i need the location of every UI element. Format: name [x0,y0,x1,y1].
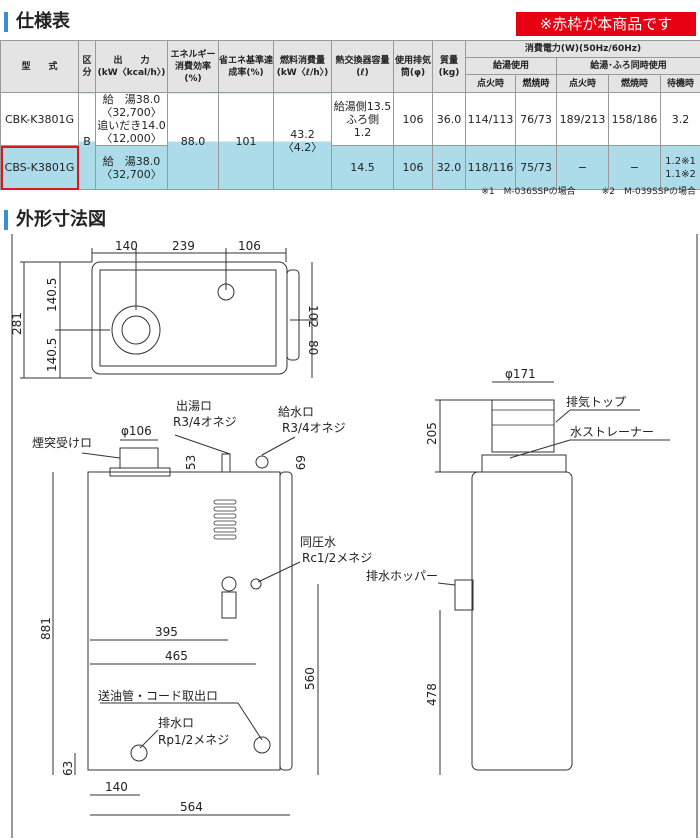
cb-combustion-cell: 158/186 [608,92,661,146]
label-hot-outlet-thread: R3/4オネジ [173,415,237,429]
hw-combustion-cell: 76/73 [515,92,557,146]
dim-465: 465 [165,649,188,663]
front-view [52,434,319,816]
dim-top-140: 140 [115,239,138,253]
table-row: CBK-K3801G B 給 湯38.0〈32,700〉追いだき14.0〈12,… [0,92,700,190]
fuel-cell: 43.2〈4.2〉 [273,92,332,190]
dim-top-106: 106 [238,239,261,253]
header-power: 消費電力(W)(50Hz/60Hz) [465,40,700,58]
label-pressure-water: 同圧水 [300,535,336,549]
header-efficiency: エネルギー消費効率(%) [167,40,219,93]
header-combustion: 燃焼時 [608,74,661,93]
label-hot-outlet: 出湯ロ [176,399,212,413]
heat-exchanger-cell: 14.5 [331,145,394,190]
dim-564: 564 [180,800,203,814]
header-heat-exchanger: 熱交換器容量(ℓ) [331,40,394,93]
table-notes: ※1 M-036SSPの場合※2 M-039SSPの場合 [481,187,696,197]
spec-table: 型 式 区分 出 力 (kW〈kcal/h〉) エネルギー消費効率(%) 省エネ… [0,40,700,190]
dim-flue-diameter: φ106 [121,424,152,438]
dim-top-140-5b: 140.5 [45,338,59,372]
label-water-inlet-thread: R3/4オネジ [282,421,346,435]
label-drain: 排水ロ [158,716,194,730]
drawing-section-title: 外形寸法図 [4,210,106,230]
label-drain-thread: Rp1/2メネジ [158,733,229,747]
mass-cell: 32.0 [432,145,466,190]
model-cell: CBK-K3801G [0,92,79,146]
top-view [20,248,318,379]
dim-205: 205 [425,422,439,445]
product-badge: ※赤枠が本商品です [516,12,696,36]
label-flue-receiver: 煙突受けロ [32,435,92,450]
hw-combustion-cell: 75/73 [515,145,557,190]
cb-ignition-cell: − [556,145,609,190]
output-cell: 給 湯38.0〈32,700〉追いだき14.0〈12,000〉 [95,92,168,146]
dimension-drawing: 140 239 106 281 140.5 140.5 102 80 φ106 … [10,234,698,838]
cb-combustion-cell: − [608,145,661,190]
dim-top-140-5a: 140.5 [45,278,59,312]
dim-881: 881 [39,617,53,640]
spec-section-title: 仕様表 [4,12,70,32]
header-hot-water-use: 給湯使用 [465,57,557,75]
dim-exhaust-diameter: φ171 [505,367,536,381]
header-model: 型 式 [0,40,79,93]
dim-63: 63 [61,761,75,776]
label-oil-pipe-outlet: 送油管・コード取出ロ [98,688,218,703]
label-water-inlet: 給水ロ [278,405,314,419]
hw-ignition-cell: 114/113 [465,92,516,146]
dim-140: 140 [105,780,128,794]
header-flue: 使用排気筒(φ) [393,40,433,93]
flue-cell: 106 [393,145,433,190]
dim-top-281: 281 [10,312,24,335]
header-mass: 質量(kg) [432,40,466,93]
dim-69: 69 [293,455,307,470]
dim-478: 478 [425,683,439,706]
dim-395: 395 [155,625,178,639]
standby-cell: 3.2 [660,92,700,146]
dim-top-102: 102 [306,305,320,328]
dim-top-239: 239 [172,239,195,253]
hw-ignition-cell: 118/116 [465,145,516,190]
efficiency-cell: 88.0 [167,92,219,190]
category-cell: B [78,92,96,190]
header-combustion: 燃焼時 [515,74,557,93]
flue-cell: 106 [393,92,433,146]
header-standby: 待機時 [660,74,700,93]
cb-ignition-cell: 189/213 [556,92,609,146]
header-output: 出 力 (kW〈kcal/h〉) [95,40,168,93]
header-ignition: 点火時 [556,74,609,93]
side-view [435,381,670,775]
header-fuel: 燃料消費量(kW〈ℓ/h〉) [273,40,332,93]
label-pressure-water-thread: Rc1/2メネジ [302,551,372,565]
header-category: 区分 [78,40,96,93]
dim-53: 53 [184,455,198,470]
table-row-selected: CBS-K3801G 給 湯38.0〈32,700〉 14.5 106 32.0… [0,145,700,190]
header-combined-use: 給湯･ふろ同時使用 [556,57,700,75]
label-water-strainer: 水ストレーナー [570,425,654,439]
achievement-cell: 101 [218,92,274,190]
header-achievement: 省エネ基準達成率(%) [218,40,274,93]
dim-top-80: 80 [306,340,320,355]
dim-560: 560 [303,667,317,690]
output-cell: 給 湯38.0〈32,700〉 [95,145,168,190]
mass-cell: 36.0 [432,92,466,146]
label-drain-hopper: 排水ホッパー [366,569,438,583]
header-ignition: 点火時 [465,74,516,93]
model-cell-selected: CBS-K3801G [0,145,79,190]
label-exhaust-top: 排気トップ [566,394,626,409]
